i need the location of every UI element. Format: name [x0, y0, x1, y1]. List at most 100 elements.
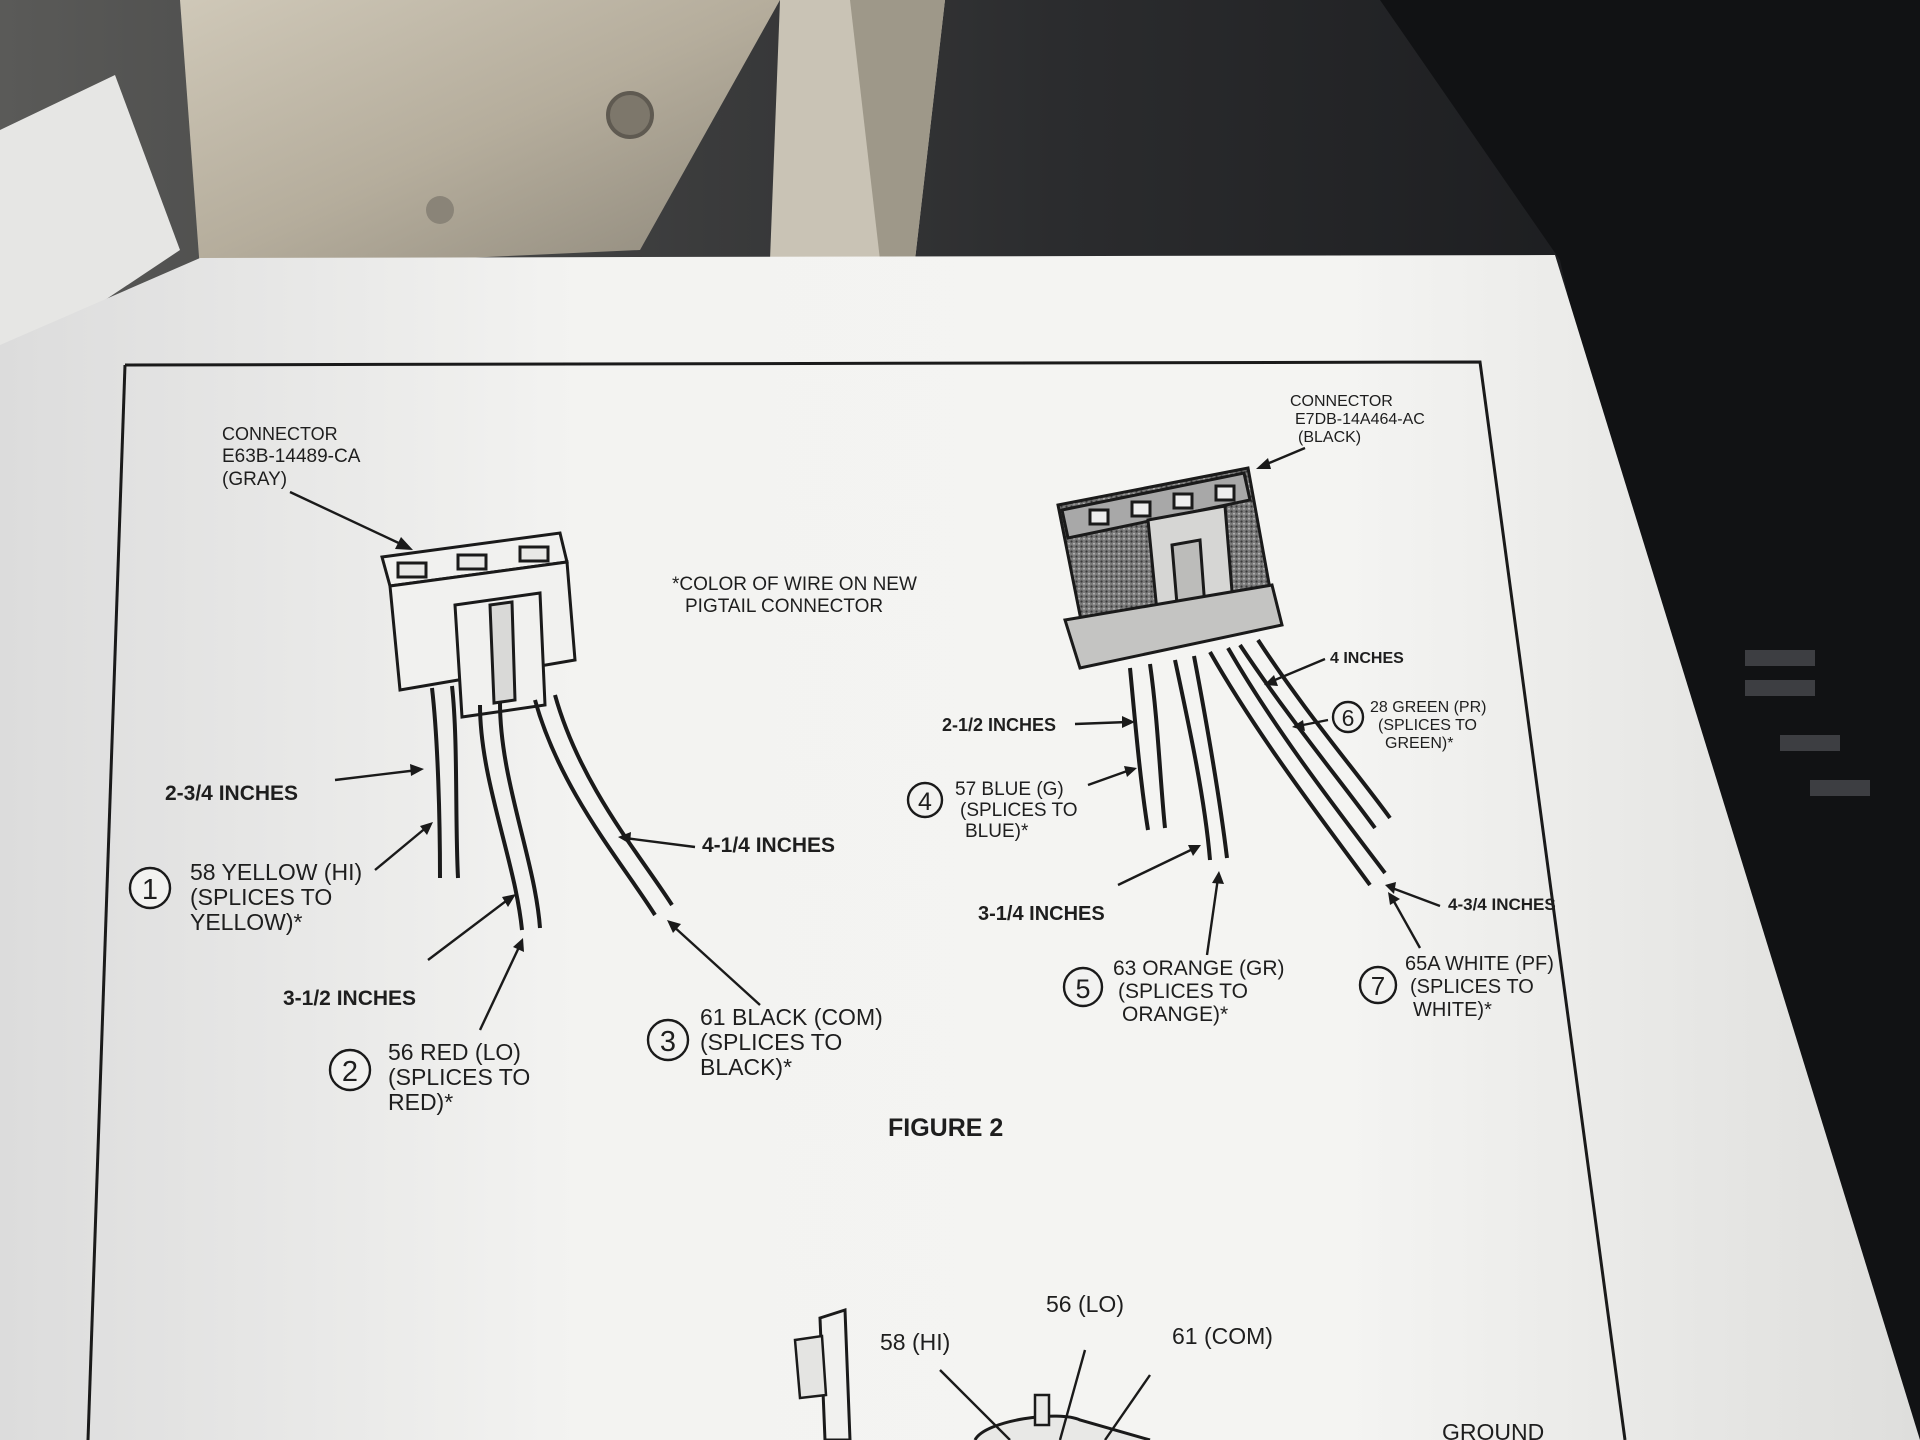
length-arrow	[1117, 846, 1196, 887]
figure-title: FIGURE 2	[888, 1114, 1003, 1142]
left-wires	[430, 685, 674, 931]
wire-2-length: 3-1/2 INCHES	[283, 987, 416, 1010]
svg-text:(SPLICES TO: (SPLICES TO	[1118, 980, 1248, 1003]
callout-arrow	[1087, 768, 1131, 787]
svg-text:56 RED (LO): 56 RED (LO)	[388, 1039, 521, 1065]
figure-frame	[124, 360, 1627, 1440]
svg-text:(BLACK): (BLACK)	[1298, 429, 1361, 446]
callout-circle-2	[328, 1048, 372, 1092]
wire-1-label: 58 YELLOW (HI) (SPLICES TO YELLOW)*	[190, 859, 362, 935]
figure-frame-left	[86, 364, 127, 1440]
svg-text:E63B-14489-CA: E63B-14489-CA	[222, 446, 361, 467]
wire-2-red	[478, 704, 524, 931]
callout-arrow	[374, 825, 429, 871]
wire-2-label: 56 RED (LO) (SPLICES TO RED)*	[388, 1039, 530, 1115]
wire-1-length: 2-3/4 INCHES	[165, 782, 298, 805]
wire-1-yellow	[430, 687, 442, 879]
right-connector-body	[1056, 466, 1284, 670]
bottom-label-com: 61 (COM)	[1172, 1323, 1273, 1349]
svg-text:(GRAY): (GRAY)	[222, 469, 287, 490]
callout-circle-6	[1331, 700, 1365, 734]
wire-3-label: 61 BLACK (COM) (SPLICES TO BLACK)*	[700, 1004, 883, 1080]
svg-text:GREEN)*: GREEN)*	[1385, 735, 1453, 752]
callout-number-3: 3	[660, 1026, 676, 1058]
panel-markings	[1745, 650, 1870, 796]
svg-text:65A WHITE (PF): 65A WHITE (PF)	[1405, 953, 1554, 975]
wire-2-red-edge	[498, 702, 542, 929]
wire-5-label: 63 ORANGE (GR) (SPLICES TO ORANGE)*	[1113, 957, 1285, 1026]
wire-7-white-edge	[1226, 647, 1387, 875]
callout-arrow	[1205, 877, 1220, 956]
wire-3-black-edge	[553, 694, 674, 907]
wire-6-green-edge	[1256, 638, 1392, 820]
wire-1-yellow-edge	[450, 685, 460, 879]
svg-text:57 BLUE (G): 57 BLUE (G)	[955, 779, 1064, 800]
wire-7-length: 4-3/4 INCHES	[1448, 895, 1556, 914]
callout-circle-7	[1358, 965, 1398, 1005]
length-arrow	[624, 836, 696, 849]
length-arrow	[1074, 720, 1129, 726]
callout-number-2: 2	[342, 1056, 358, 1088]
svg-text:ORANGE)*: ORANGE)*	[1122, 1003, 1228, 1026]
wire-6-green	[1238, 643, 1377, 830]
svg-text:(SPLICES TO: (SPLICES TO	[1410, 976, 1534, 998]
svg-text:YELLOW)*: YELLOW)*	[190, 909, 303, 935]
svg-text:WHITE)*: WHITE)*	[1413, 999, 1492, 1021]
left-connector-body	[380, 531, 577, 719]
wire-4-length: 2-1/2 INCHES	[942, 715, 1056, 735]
bottom-figure: 58 (HI) 56 (LO) 61 (COM) GROUND	[793, 1291, 1544, 1440]
wire-5-length: 3-1/4 INCHES	[978, 903, 1105, 925]
length-arrow	[334, 768, 419, 782]
svg-text:58 YELLOW (HI): 58 YELLOW (HI)	[190, 859, 362, 885]
bottom-label-lo: 56 (LO)	[1046, 1291, 1124, 1317]
wire-6-length: 4 INCHES	[1330, 650, 1404, 667]
svg-text:BLUE)*: BLUE)*	[965, 821, 1029, 842]
wire-4-blue-edge	[1148, 663, 1167, 829]
svg-text:PIGTAIL CONNECTOR: PIGTAIL CONNECTOR	[685, 596, 883, 617]
svg-text:(SPLICES TO: (SPLICES TO	[960, 800, 1078, 821]
length-arrow	[1269, 657, 1326, 684]
svg-text:61 BLACK (COM): 61 BLACK (COM)	[700, 1004, 883, 1030]
right-wires	[1128, 638, 1392, 887]
svg-text:(SPLICES TO: (SPLICES TO	[388, 1064, 530, 1090]
svg-text:28 GREEN (PR): 28 GREEN (PR)	[1370, 699, 1486, 716]
callout-number-7: 7	[1371, 971, 1385, 1001]
callout-number-6: 6	[1342, 705, 1355, 731]
svg-text:*COLOR OF WIRE ON NEW: *COLOR OF WIRE ON NEW	[672, 574, 917, 595]
svg-text:RED)*: RED)*	[388, 1089, 453, 1115]
callout-number-1: 1	[142, 874, 158, 906]
svg-text:BLACK)*: BLACK)*	[700, 1054, 792, 1080]
wire-5-orange	[1173, 659, 1212, 861]
wire-7-white	[1208, 651, 1372, 887]
svg-text:E7DB-14A464-AC: E7DB-14A464-AC	[1295, 411, 1425, 428]
wire-4-label: 57 BLUE (G) (SPLICES TO BLUE)*	[955, 779, 1078, 842]
wire-4-blue	[1128, 667, 1150, 831]
bottom-label-hi: 58 (HI)	[880, 1329, 950, 1355]
right-connector-label: CONNECTOR E7DB-14A464-AC (BLACK)	[1290, 393, 1425, 446]
wire-3-black	[533, 699, 657, 917]
callout-circle-1	[128, 866, 172, 910]
metal-bracket	[180, 0, 780, 270]
length-arrow	[1391, 886, 1441, 908]
wire-6-label: 28 GREEN (PR) (SPLICES TO GREEN)*	[1370, 699, 1486, 752]
metal-bolt	[426, 196, 454, 224]
callout-arrow	[671, 924, 761, 1006]
left-connector-arrow	[289, 490, 406, 548]
length-arrow	[427, 897, 511, 961]
svg-text:(SPLICES TO: (SPLICES TO	[1378, 717, 1477, 734]
folded-paper-corner	[0, 75, 180, 370]
callout-arrow	[478, 944, 522, 1031]
metal-bolt	[606, 91, 654, 139]
callout-circle-5	[1062, 966, 1104, 1008]
callout-circle-3	[646, 1018, 690, 1062]
svg-text:(SPLICES TO: (SPLICES TO	[700, 1029, 842, 1055]
callout-arrow	[1390, 897, 1422, 949]
svg-text:CONNECTOR: CONNECTOR	[1290, 393, 1393, 410]
metal-rail-shadow	[850, 0, 945, 260]
wire-color-note: *COLOR OF WIRE ON NEW PIGTAIL CONNECTOR	[672, 574, 917, 617]
wire-3-length: 4-1/4 INCHES	[702, 834, 835, 857]
callout-number-5: 5	[1075, 974, 1090, 1004]
left-connector-label: CONNECTOR E63B-14489-CA (GRAY)	[222, 424, 361, 490]
wire-7-label: 65A WHITE (PF) (SPLICES TO WHITE)*	[1405, 953, 1554, 1021]
